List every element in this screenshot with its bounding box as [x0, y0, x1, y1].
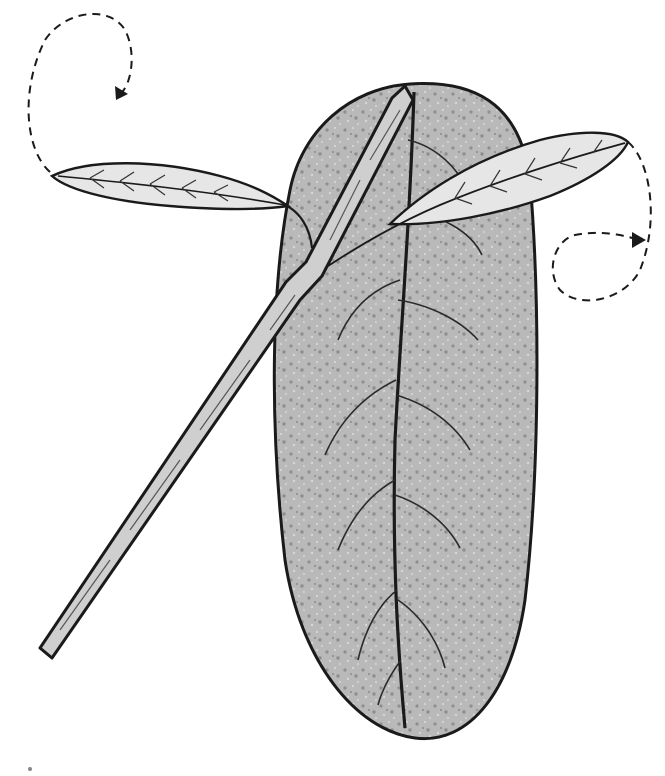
left-small-leaf — [52, 163, 288, 209]
curved-dashed-arrow-icon — [29, 14, 132, 172]
speck-mark — [28, 767, 32, 771]
